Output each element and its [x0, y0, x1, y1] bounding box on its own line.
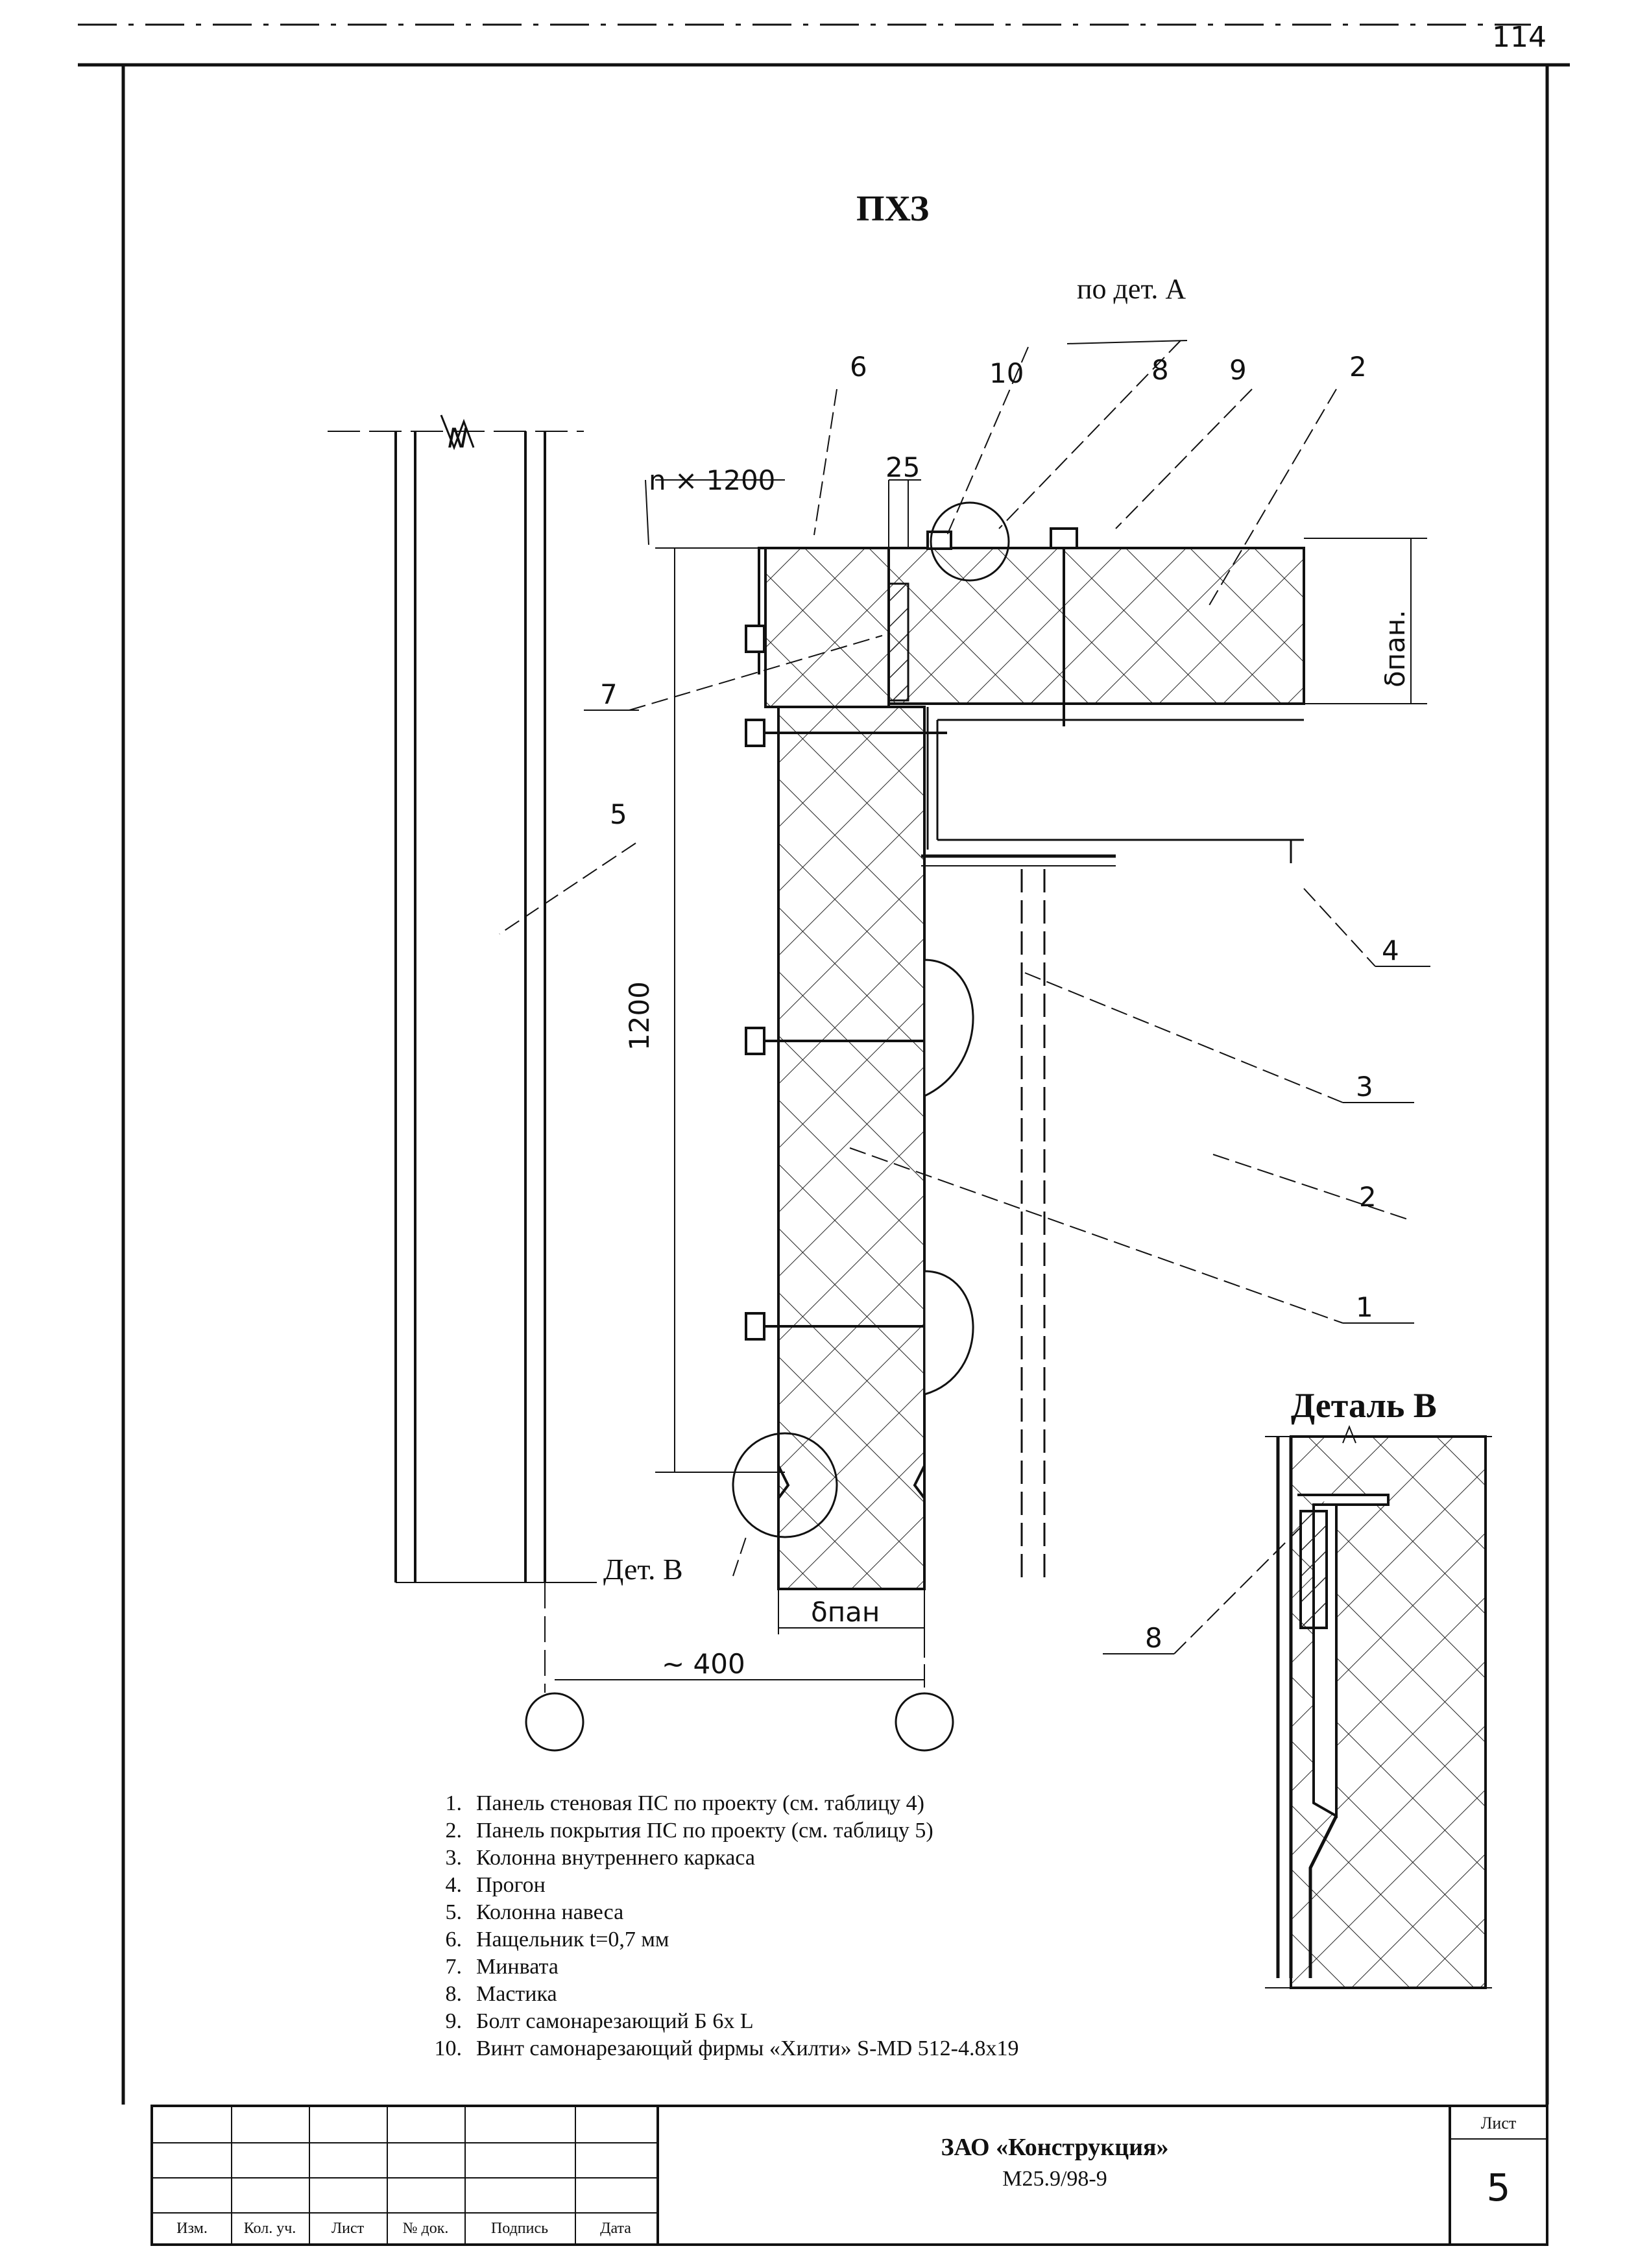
grid-row	[153, 2212, 659, 2214]
dim-25: 25	[885, 451, 920, 483]
legend-item: 5. Колонна навеса	[415, 1899, 1194, 1926]
callout-4: 4	[1382, 935, 1399, 966]
document-code: М25.9/98-9	[1002, 2167, 1107, 2191]
grid-col	[387, 2107, 388, 2243]
callout-3: 3	[1356, 1071, 1373, 1103]
dim-bpan-top: δпан.	[1379, 610, 1411, 687]
callout-9: 9	[1229, 354, 1247, 386]
grid-col	[575, 2107, 576, 2243]
grid-col	[464, 2107, 466, 2243]
legend-item-number: 9.	[445, 2009, 463, 2033]
legend-item-text: Мастика	[476, 1982, 557, 2006]
legend-item-number: 7.	[445, 1955, 463, 1979]
roof-panel-2	[887, 547, 1305, 705]
col-header-n-dok: № док.	[402, 2220, 449, 2237]
legend-item: 10. Винт самонарезающий фирмы «Хилти» S-M…	[415, 2035, 1194, 2062]
legend-item-text: Панель стеновая ПС по проекту (см. табли…	[476, 1791, 925, 1815]
det-b-label: Дет. В	[603, 1553, 683, 1586]
legend-item: 9. Болт самонарезающий Б 6х L	[415, 2008, 1194, 2035]
legend-item-number: 6.	[445, 1928, 463, 1952]
mineral-wool-7	[887, 582, 909, 702]
detail-b-title: Деталь В	[1291, 1386, 1437, 1425]
legend-item: 6. Нащельник t=0,7 мм	[415, 1926, 1194, 1953]
leader-lines	[499, 340, 1408, 1654]
legend-item: 4. Прогон	[415, 1872, 1194, 1899]
column-3	[1020, 840, 1292, 1582]
break-mark-top: N	[448, 422, 468, 454]
col-header-kol-uch: Кол. уч.	[243, 2220, 296, 2237]
legend-item: 1. Панель стеновая ПС по проекту (см. таб…	[415, 1790, 1194, 1817]
callout-6: 6	[850, 351, 867, 383]
legend-item-text: Винт самонарезающий фирмы «Хилти» S-MD 5…	[476, 2036, 1019, 2060]
legend-item-number: 10.	[434, 2036, 463, 2060]
legend-item-number: 2.	[445, 1819, 463, 1843]
grid-row	[153, 2177, 659, 2178]
dim-bpan-bottom: δпан	[811, 1596, 880, 1628]
legend-item-text: Колонна внутреннего каркаса	[476, 1846, 755, 1870]
callout-underlines	[584, 340, 1430, 1654]
legend-item-number: 4.	[445, 1873, 463, 1897]
legend-item-text: Прогон	[476, 1873, 546, 1897]
legend-item-text: Панель покрытия ПС по проекту (см. табли…	[476, 1819, 933, 1843]
drawing-title: ПХЗ	[856, 189, 929, 229]
legend-item-number: 5.	[445, 1900, 463, 1924]
sheet-box: Лист 5	[1449, 2107, 1546, 2243]
purlin-4	[921, 707, 1304, 866]
callout-5: 5	[610, 798, 627, 830]
callout-1: 1	[1356, 1291, 1373, 1323]
callout-2: 2	[1349, 351, 1367, 383]
legend-item: 3. Колонна внутреннего каркаса	[415, 1844, 1194, 1872]
sheet-number: 5	[1486, 2166, 1511, 2210]
col-header-izm: Изм.	[176, 2220, 208, 2237]
grid-col	[231, 2107, 232, 2243]
dim-n1200: n × 1200	[649, 464, 775, 496]
callout-8: 8	[1151, 354, 1169, 386]
callout-po-det-a: по дет. А	[1077, 273, 1186, 305]
title-block: Изм. Кол. уч. Лист № док. Подпись Дата З…	[150, 2105, 1548, 2246]
panel-cutouts	[923, 959, 974, 1396]
legend-item-number: 3.	[445, 1846, 463, 1870]
callout-10: 10	[989, 357, 1024, 389]
legend-item: 7. Минвата	[415, 1953, 1194, 1981]
page-number: 114	[1492, 21, 1547, 54]
legend-item-text: Минвата	[476, 1955, 559, 1979]
corner-panel	[758, 547, 915, 708]
sheet-frame	[78, 23, 1570, 2105]
callout-2b: 2	[1359, 1181, 1377, 1213]
detail-b	[1265, 1425, 1492, 1989]
axis-circle-right	[895, 1692, 954, 1752]
col-header-data: Дата	[600, 2220, 631, 2237]
callout-7: 7	[600, 678, 618, 710]
legend-item: 8. Мастика	[415, 1981, 1194, 2008]
col-header-podpis: Подпись	[490, 2220, 549, 2237]
grid-row	[153, 2142, 659, 2143]
grid-col	[309, 2107, 310, 2243]
detail-circles	[732, 501, 1010, 1538]
legend-item-number: 8.	[445, 1982, 463, 2006]
detail-b-callout: 8	[1145, 1622, 1162, 1654]
revision-grid: Изм. Кол. уч. Лист № док. Подпись Дата	[153, 2107, 659, 2243]
dimension-lines	[555, 479, 1427, 1680]
legend-item-text: Колонна навеса	[476, 1900, 624, 1924]
legend-item-text: Нащельник t=0,7 мм	[476, 1928, 669, 1952]
sheet-label: Лист	[1451, 2114, 1546, 2140]
dim-400: ~ 400	[662, 1648, 745, 1680]
col-header-list: Лист	[331, 2220, 365, 2237]
organization: ЗАО «Конструкция»	[941, 2134, 1169, 2161]
legend-item: 2. Панель покрытия ПС по проекту (см. таб…	[415, 1817, 1194, 1844]
column-5	[328, 414, 597, 1752]
legend-item-number: 1.	[445, 1791, 463, 1815]
legend: 1. Панель стеновая ПС по проекту (см. таб…	[415, 1790, 1194, 2062]
legend-item-text: Болт самонарезающий Б 6х L	[476, 2009, 754, 2033]
dim-1200: 1200	[623, 981, 655, 1051]
